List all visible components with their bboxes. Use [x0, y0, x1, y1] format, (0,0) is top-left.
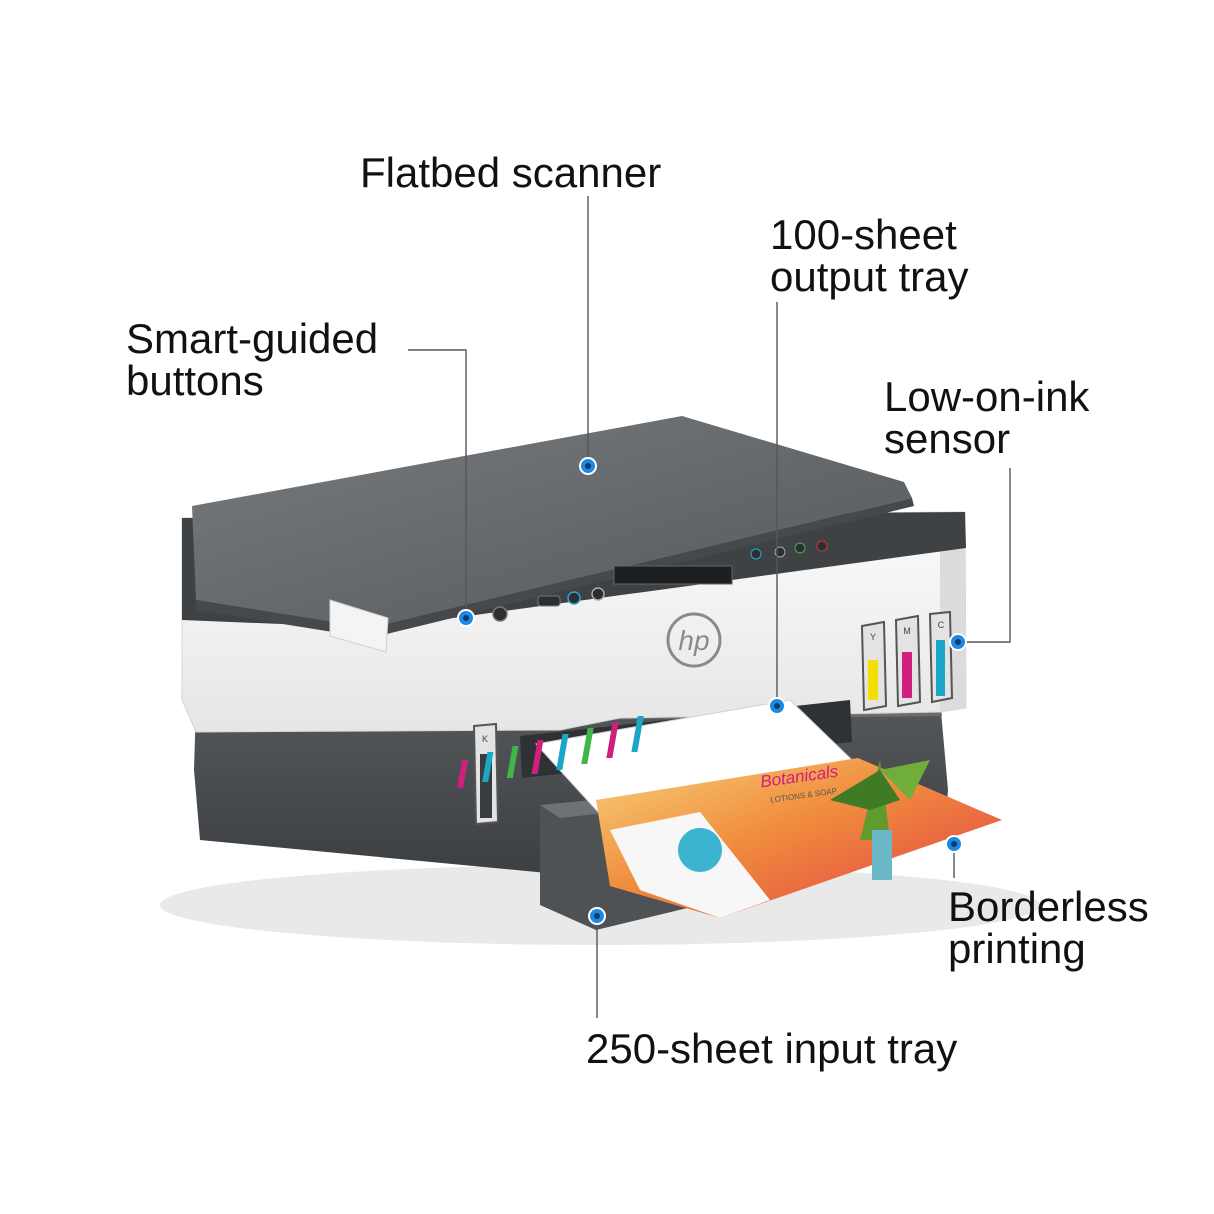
- marker-smart: [457, 609, 475, 627]
- label-low-ink-sensor: Low-on-ink sensor: [884, 373, 1090, 462]
- label-output-tray: 100-sheet output tray: [770, 211, 969, 300]
- label-input-tray: 250-sheet input tray: [586, 1025, 958, 1072]
- hp-logo: hp: [666, 612, 722, 668]
- photo-plant: [830, 760, 930, 880]
- label-flatbed-scanner: Flatbed scanner: [360, 149, 662, 196]
- marker-flatbed: [579, 457, 597, 475]
- marker-lowink: [949, 633, 967, 651]
- label-smart-guided-buttons: Smart-guided buttons: [126, 315, 379, 404]
- tank-letter-y: Y: [870, 632, 876, 642]
- label-borderless-printing: Borderless printing: [948, 883, 1149, 972]
- tank-letter-c: C: [938, 620, 945, 630]
- scanner-lid: [192, 416, 912, 628]
- lid-handle: [329, 599, 389, 653]
- sheet-bar-graphic: [457, 716, 644, 788]
- photo-chart-circle: [678, 828, 722, 872]
- ink-tanks: Y M C: [860, 610, 954, 712]
- hp-logo-text: hp: [678, 625, 709, 656]
- callout-markers: [457, 457, 967, 925]
- marker-output: [768, 697, 786, 715]
- leader-lowink: [958, 468, 1011, 643]
- control-buttons: [492, 540, 828, 622]
- tank-letter-m: M: [903, 626, 911, 636]
- tank-letter-k: K: [482, 734, 488, 744]
- marker-input: [588, 907, 606, 925]
- leader-lines: [408, 196, 1011, 1018]
- leader-smart: [408, 349, 467, 618]
- marker-borderless: [945, 835, 963, 853]
